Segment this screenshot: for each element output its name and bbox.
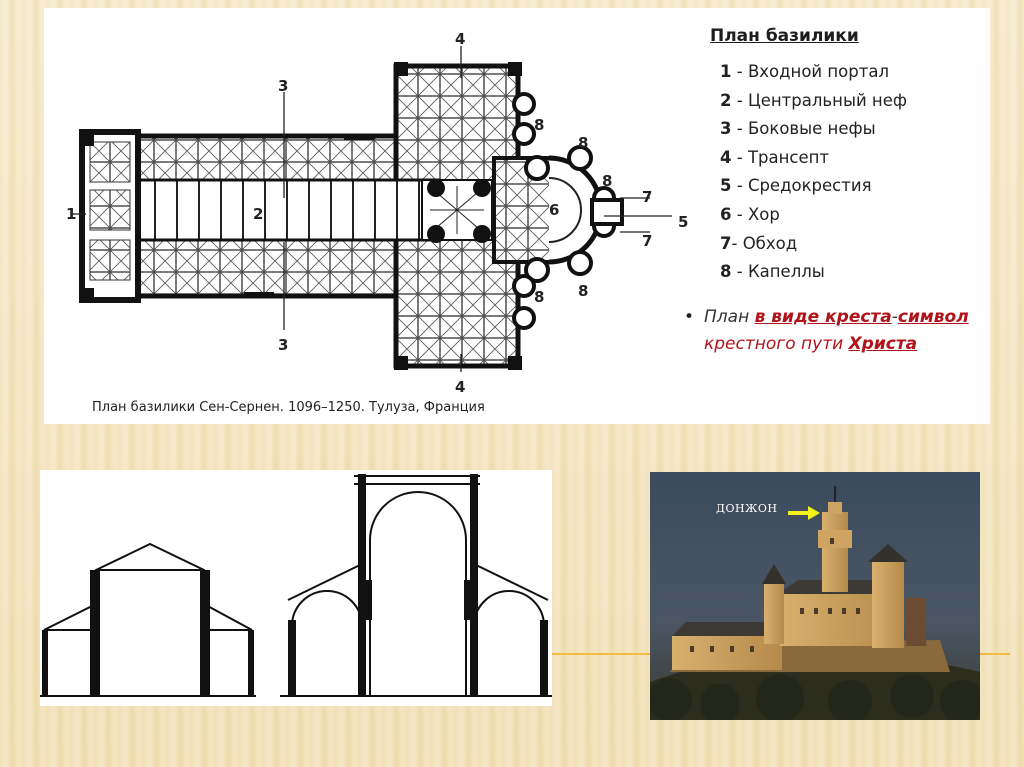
legend-item: 3 - Боковые нефы — [720, 119, 876, 139]
label-crossing: 5 — [678, 213, 688, 231]
legend: План базилики 1 - Входной портал 2 - Цен… — [710, 26, 1000, 287]
legend-item: 5 - Средокрестия — [720, 176, 872, 196]
legend-item: 7- Обход — [720, 233, 798, 253]
basilica-plan-diagram: 1 2 3 3 4 4 5 6 7 7 8 8 8 8 8 8 — [66, 30, 688, 396]
label-ambulatory-top: 7 — [642, 188, 652, 206]
arrow-icon — [788, 506, 820, 520]
legend-title: План базилики — [710, 26, 859, 46]
label-chapel: 8 — [534, 116, 544, 134]
plan-caption: План базилики Сен-Сернен. 1096–1250. Тул… — [92, 400, 485, 415]
legend-item: 6 - Хор — [720, 204, 780, 224]
castle-photo: ДОНЖОН — [648, 472, 984, 724]
label-transept-top: 4 — [455, 30, 465, 48]
label-portal: 1 — [66, 205, 76, 223]
legend-item: 4 - Трансепт — [720, 147, 830, 167]
label-ambulatory-bottom: 7 — [642, 232, 652, 250]
castle-label: ДОНЖОН — [716, 502, 778, 515]
label-transept-bottom: 4 — [455, 378, 465, 396]
legend-list: 1 - Входной портал 2 - Центральный неф 3… — [710, 58, 1000, 287]
label-nave: 2 — [253, 205, 263, 223]
label-aisle-bottom: 3 — [278, 336, 288, 354]
label-choir: 6 — [549, 201, 559, 219]
label-chapel: 8 — [534, 288, 544, 306]
cross-plan-note: • План в виде креста-символ крестного пу… — [684, 304, 984, 358]
legend-item: 2 - Центральный неф — [720, 90, 907, 110]
note-text: План в виде креста-символ крестного пути… — [704, 307, 969, 354]
legend-item: 8 - Капеллы — [720, 262, 825, 282]
legend-item: 1 - Входной портал — [720, 62, 890, 81]
label-chapel: 8 — [578, 282, 588, 300]
bullet-icon: • — [684, 307, 695, 327]
divider-line — [980, 653, 1010, 655]
cross-section-drawings — [40, 474, 552, 697]
label-aisle-top: 3 — [278, 77, 288, 95]
label-chapel: 8 — [578, 134, 588, 152]
plan-panel: 1 2 3 3 4 4 5 6 7 7 8 8 8 8 8 8 План баз… — [44, 8, 990, 424]
divider-line — [552, 653, 652, 655]
cross-section-panel — [40, 470, 552, 706]
label-chapel: 8 — [602, 172, 612, 190]
